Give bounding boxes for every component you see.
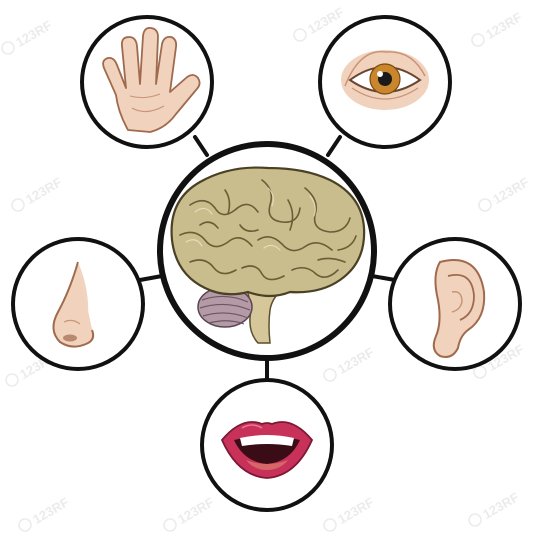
svg-text:123RF: 123RF	[335, 494, 376, 527]
connector-sight	[328, 137, 340, 155]
watermark: 123RF	[321, 344, 376, 385]
svg-text:123RF: 123RF	[490, 174, 531, 207]
svg-text:123RF: 123RF	[483, 9, 524, 42]
sense-node-hearing	[390, 239, 520, 369]
sense-node-touch	[82, 17, 212, 147]
svg-text:123RF: 123RF	[175, 494, 216, 527]
eye-icon	[341, 50, 429, 110]
svg-text:123RF: 123RF	[30, 494, 71, 527]
svg-text:123RF: 123RF	[480, 489, 521, 522]
center-node	[160, 144, 374, 358]
watermark: 123RF	[16, 494, 71, 535]
svg-text:123RF: 123RF	[13, 17, 54, 50]
sense-node-smell	[13, 239, 143, 369]
connector-touch	[195, 137, 207, 155]
watermark: 123RF	[469, 9, 524, 50]
sense-node-sight	[320, 17, 450, 147]
svg-text:123RF: 123RF	[305, 4, 346, 37]
connector-smell	[140, 276, 162, 280]
watermark: 123RF	[476, 174, 531, 215]
watermark: 123RF	[466, 489, 521, 530]
watermark: 123RF	[9, 174, 64, 215]
svg-text:123RF: 123RF	[23, 174, 64, 207]
svg-text:123RF: 123RF	[335, 344, 376, 377]
watermark: 123RF	[321, 494, 376, 535]
sense-node-taste	[202, 380, 332, 510]
watermark: 123RF	[161, 494, 216, 535]
connector-hearing	[372, 276, 395, 280]
watermark: 123RF	[0, 17, 55, 58]
